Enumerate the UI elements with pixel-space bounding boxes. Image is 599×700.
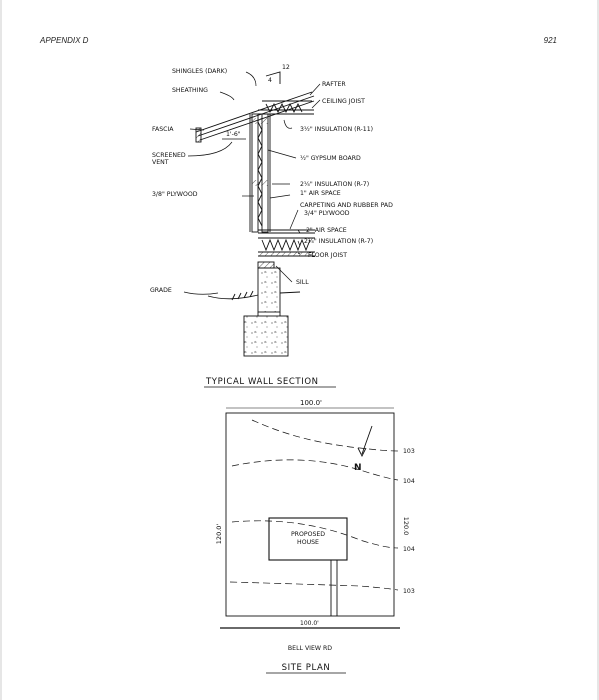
wall-section-title: TYPICAL WALL SECTION	[205, 377, 319, 387]
house-label-line2: HOUSE	[297, 539, 319, 546]
label-sill: SILL	[296, 279, 309, 286]
label-shingles: SHINGLES (DARK)	[172, 68, 227, 75]
contour-label-104-top: 104	[403, 478, 415, 485]
exterior-wall	[249, 113, 271, 233]
contour-label-104-bottom: 104	[403, 546, 415, 553]
wall-section-labels: SHINGLES (DARK) SHEATHING 12 4 RAFTER CE…	[150, 64, 393, 388]
label-floor-joist: FLOOR JOIST	[308, 252, 347, 259]
contour-label-103-top: 103	[403, 448, 415, 455]
label-plywood-3-8: 3/8" PLYWOOD	[152, 191, 198, 198]
label-air-space-2: 2" AIR SPACE	[306, 227, 347, 234]
site-plan-diagram	[220, 407, 400, 629]
north-label: N	[354, 463, 362, 473]
label-ceiling-joist: CEILING JOIST	[322, 98, 365, 105]
wall-section-diagram	[183, 71, 321, 357]
dim-left: 120.0'	[215, 524, 223, 545]
label-insulation-wall: 2¼" INSULATION (R-7)	[300, 181, 369, 188]
label-rafter: RAFTER	[322, 81, 346, 88]
road-label: BELL VIEW RD	[288, 645, 332, 652]
contour-label-103-bottom: 103	[403, 588, 415, 595]
slope-indicator	[265, 71, 281, 84]
dim-top: 100.0'	[300, 399, 322, 407]
proposed-house	[268, 517, 348, 561]
label-grade: GRADE	[150, 287, 172, 294]
appendix-header: APPENDIX D	[40, 36, 89, 45]
floor-assembly	[258, 229, 315, 257]
label-overhang: 1'-6"	[226, 131, 241, 138]
label-air-space-1: 1" AIR SPACE	[300, 190, 341, 197]
label-slope-run: 4	[268, 77, 272, 84]
dim-bottom: 100.0'	[300, 620, 319, 627]
label-slope-rise: 12	[282, 64, 290, 71]
label-screened-vent: SCREENED VENT	[152, 152, 188, 166]
dim-right: 120.0	[402, 517, 410, 536]
north-arrow-icon	[357, 425, 373, 458]
label-gypsum: ½" GYPSUM BOARD	[300, 154, 361, 162]
site-plan-labels: 100.0' 100.0' 120.0' 120.0 N PROPOSED HO…	[215, 399, 415, 674]
label-insulation-ceiling: 3½" INSULATION (R-11)	[300, 125, 373, 133]
label-insulation-floor: 2¼" INSULATION (R-7)	[304, 238, 373, 245]
roof-assembly	[195, 91, 315, 143]
leader-lines	[183, 71, 321, 295]
label-carpeting: CARPETING AND RUBBER PAD	[300, 202, 393, 209]
page-edge-left	[0, 0, 2, 700]
property-boundary	[225, 412, 395, 617]
foundation	[207, 261, 301, 357]
site-plan-title: SITE PLAN	[282, 663, 331, 673]
label-fascia: FASCIA	[152, 126, 174, 133]
contour-lines	[229, 419, 399, 591]
page-edge-right	[597, 0, 599, 700]
label-sheathing: SHEATHING	[172, 87, 208, 94]
label-plywood-3-4: 3/4" PLYWOOD	[304, 210, 350, 217]
house-label-line1: PROPOSED	[291, 531, 325, 538]
page-number: 921	[543, 36, 557, 45]
